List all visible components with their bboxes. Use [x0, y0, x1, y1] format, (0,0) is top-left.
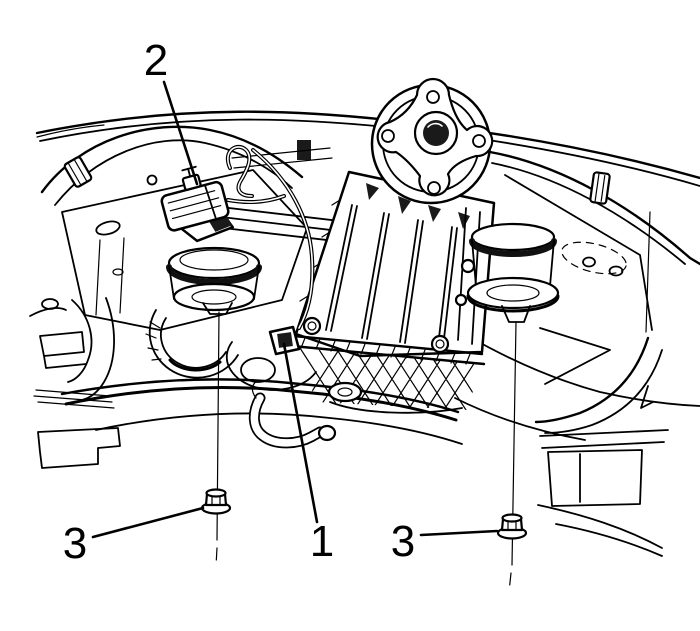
- right-subframe-arch: [488, 150, 700, 333]
- callout-3-right: 3: [391, 517, 499, 566]
- drive-unit-housing: [290, 170, 496, 414]
- callout-2: 2: [144, 36, 199, 186]
- clutch-drum-ring: [145, 309, 317, 391]
- right-mount: [466, 222, 560, 593]
- callout-3-left: 3: [63, 506, 205, 568]
- callout-2-label: 2: [144, 36, 168, 85]
- left-lower-frame: [29, 297, 121, 469]
- leader-line-3-left: [91, 506, 205, 539]
- electrical-connector: [160, 140, 333, 330]
- cooling-fins: [299, 348, 480, 410]
- callout-1: 1: [282, 342, 334, 566]
- wiring-harness: [226, 144, 315, 330]
- right-lower-frame: [454, 327, 700, 557]
- leader-line-2: [162, 80, 199, 186]
- callout-3-left-label: 3: [63, 519, 87, 568]
- mount-nut-right: [496, 513, 528, 540]
- propshaft-flange: [370, 77, 494, 205]
- leader-line-1: [282, 342, 319, 524]
- harness-clip-right: [589, 171, 611, 205]
- drive-unit-clamp: [268, 325, 301, 356]
- left-mount: [166, 246, 262, 567]
- callout-1-label: 1: [310, 517, 334, 566]
- callout-3-right-label: 3: [391, 517, 415, 566]
- harness-clip-left: [63, 156, 93, 188]
- mount-nut-left: [200, 488, 232, 515]
- leader-line-3-right: [419, 529, 499, 537]
